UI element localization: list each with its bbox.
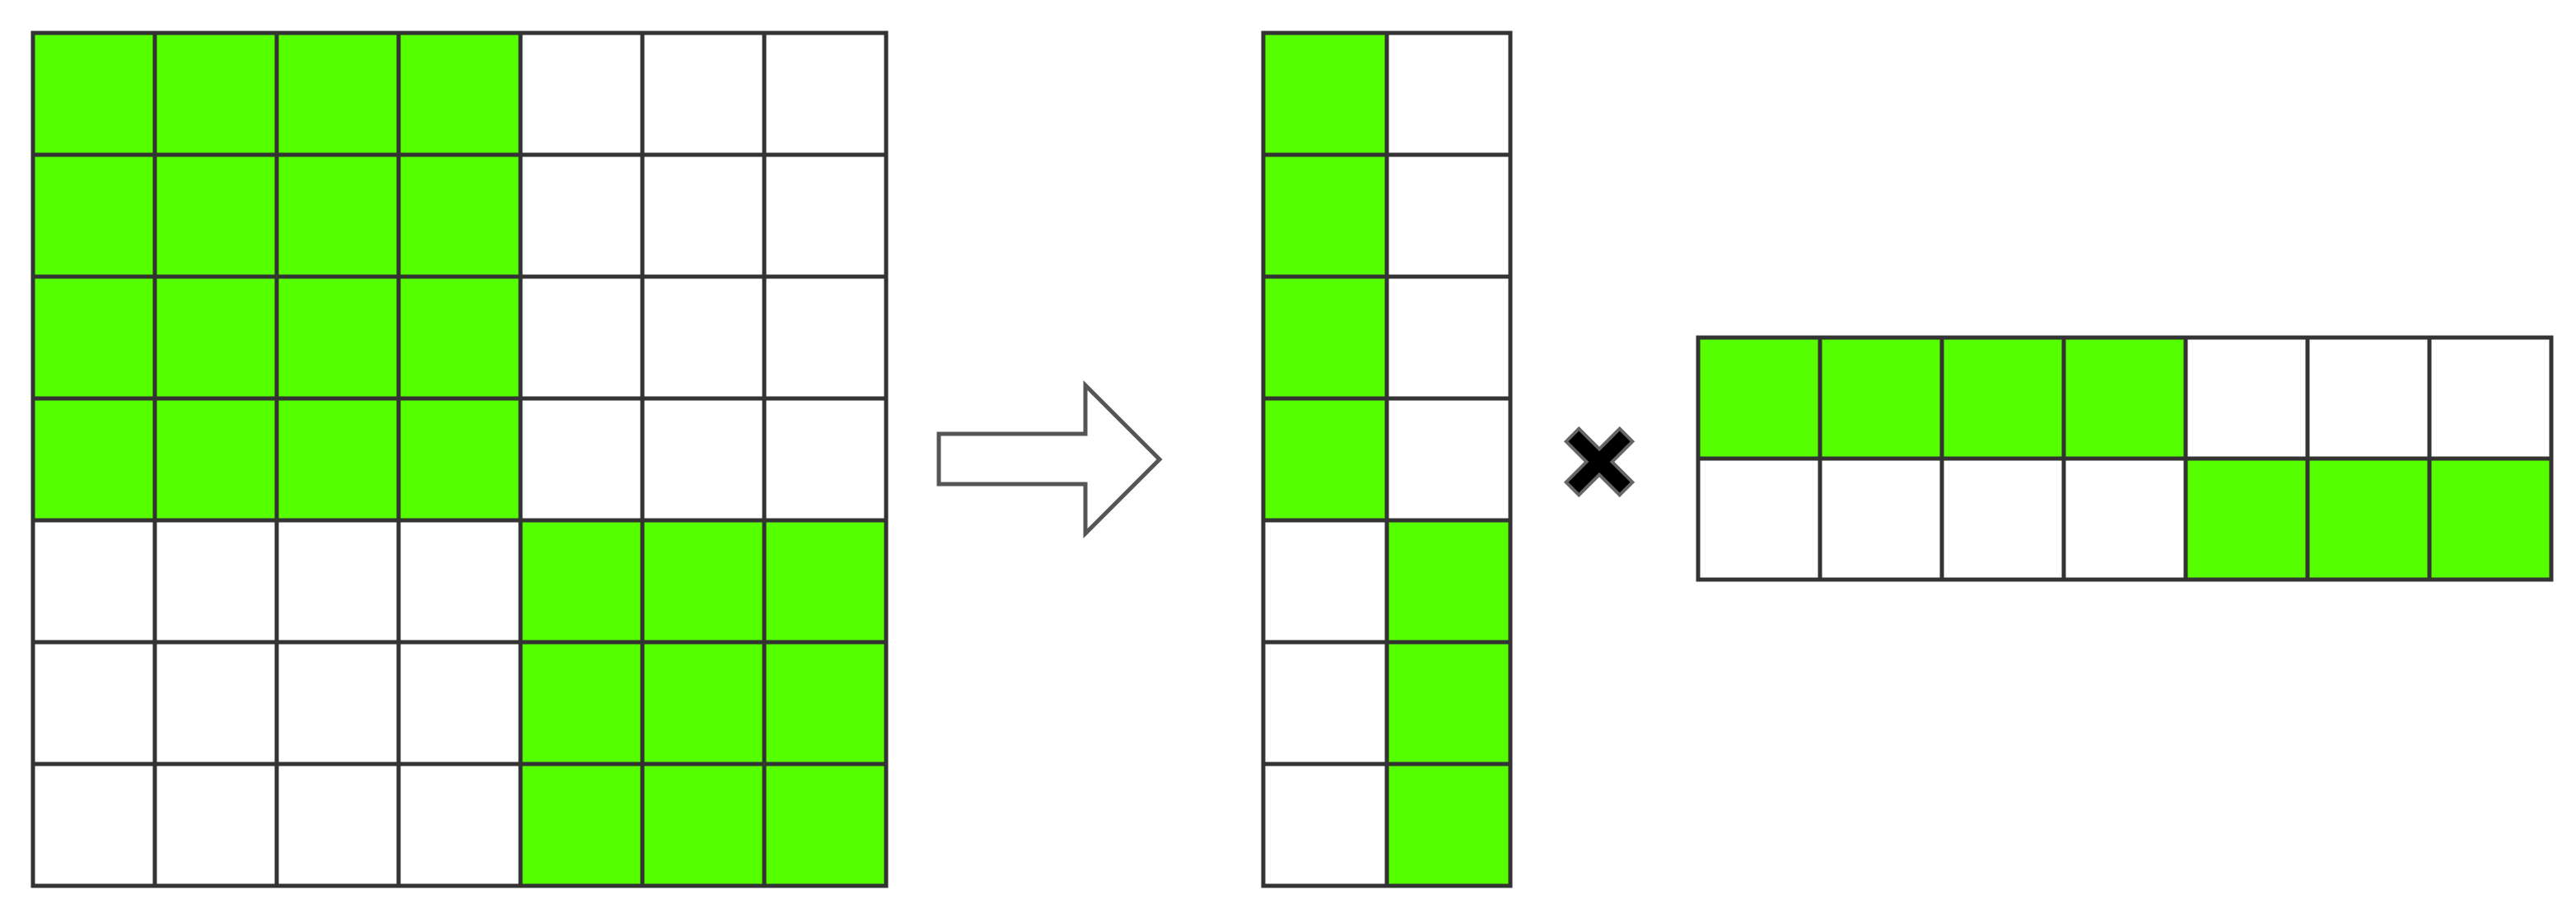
right-factor-matrix-cell-0-0-filled — [1696, 335, 1822, 461]
left-factor-matrix-cell-0-0-filled — [1261, 30, 1389, 157]
block-matrix-cell-3-3-filled — [396, 396, 523, 523]
left-factor-matrix-cell-2-1-empty — [1384, 274, 1513, 401]
right-factor-matrix-cell-0-6-empty — [2427, 335, 2554, 461]
block-matrix-cell-0-4-empty — [518, 30, 645, 157]
block-matrix-cell-1-0-filled — [30, 152, 157, 279]
block-matrix-cell-6-0-empty — [30, 762, 157, 888]
block-matrix-cell-6-2-empty — [274, 762, 401, 888]
block-matrix-cell-4-6-filled — [762, 518, 889, 645]
right-factor-matrix-cell-1-2-empty — [1939, 456, 2066, 582]
block-matrix-cell-3-2-filled — [274, 396, 401, 523]
block-matrix-cell-2-0-filled — [30, 274, 157, 401]
block-matrix-cell-6-1-empty — [152, 762, 279, 888]
block-matrix-cell-4-1-empty — [152, 518, 279, 645]
block-matrix-cell-4-0-empty — [30, 518, 157, 645]
block-matrix-cell-5-4-filled — [518, 640, 645, 766]
block-matrix-cell-3-0-filled — [30, 396, 157, 523]
right-factor-matrix-cell-0-2-filled — [1939, 335, 2066, 461]
left-factor-matrix-cell-1-1-empty — [1384, 152, 1513, 279]
left-factor-matrix-cell-6-1-filled — [1384, 762, 1513, 888]
block-matrix-cell-4-5-filled — [640, 518, 767, 645]
right-factor-matrix-cell-0-4-empty — [2183, 335, 2310, 461]
block-matrix-cell-0-1-filled — [152, 30, 279, 157]
block-matrix-cell-5-3-empty — [396, 640, 523, 766]
block-matrix-cell-2-3-filled — [396, 274, 523, 401]
left-factor-matrix-cell-4-1-filled — [1384, 518, 1513, 645]
block-matrix-cell-3-1-filled — [152, 396, 279, 523]
block-matrix-cell-6-5-filled — [640, 762, 767, 888]
block-matrix-cell-6-3-empty — [396, 762, 523, 888]
left-factor-matrix-cell-5-0-empty — [1261, 640, 1389, 766]
block-matrix-cell-1-3-filled — [396, 152, 523, 279]
right-factor-matrix-cell-1-5-filled — [2305, 456, 2432, 582]
right-factor-matrix-cell-1-3-empty — [2061, 456, 2188, 582]
left-factor-matrix — [1261, 30, 1513, 888]
right-factor-matrix-cell-1-1-empty — [1818, 456, 1944, 582]
block-matrix-cell-2-5-empty — [640, 274, 767, 401]
block-matrix-cell-0-3-filled — [396, 30, 523, 157]
block-matrix-cell-2-4-empty — [518, 274, 645, 401]
block-matrix-cell-5-0-empty — [30, 640, 157, 766]
block-matrix-cell-4-3-empty — [396, 518, 523, 645]
block-matrix-cell-4-4-filled — [518, 518, 645, 645]
left-factor-matrix-cell-5-1-filled — [1384, 640, 1513, 766]
block-matrix-cell-1-2-filled — [274, 152, 401, 279]
left-factor-matrix-cell-4-0-empty — [1261, 518, 1389, 645]
right-factor-matrix-cell-0-5-empty — [2305, 335, 2432, 461]
multiply-icon — [1563, 426, 1636, 498]
block-matrix-cell-1-5-empty — [640, 152, 767, 279]
block-matrix-cell-5-6-filled — [762, 640, 889, 766]
block-matrix-cell-5-2-empty — [274, 640, 401, 766]
block-matrix-cell-0-5-empty — [640, 30, 767, 157]
block-matrix-cell-1-4-empty — [518, 152, 645, 279]
right-factor-matrix-cell-1-4-filled — [2183, 456, 2310, 582]
right-arrow-icon — [936, 380, 1163, 539]
left-factor-matrix-cell-1-0-filled — [1261, 152, 1389, 279]
block-matrix-cell-2-6-empty — [762, 274, 889, 401]
right-factor-matrix-cell-0-1-filled — [1818, 335, 1944, 461]
block-matrix-cell-1-6-empty — [762, 152, 889, 279]
block-matrix-cell-1-1-filled — [152, 152, 279, 279]
block-matrix — [30, 30, 889, 888]
block-matrix-cell-6-4-filled — [518, 762, 645, 888]
block-matrix-cell-5-5-filled — [640, 640, 767, 766]
right-factor-matrix-cell-0-3-filled — [2061, 335, 2188, 461]
left-factor-matrix-cell-3-0-filled — [1261, 396, 1389, 523]
block-matrix-cell-0-6-empty — [762, 30, 889, 157]
block-matrix-cell-3-4-empty — [518, 396, 645, 523]
right-factor-matrix-cell-1-0-empty — [1696, 456, 1822, 582]
left-factor-matrix-cell-6-0-empty — [1261, 762, 1389, 888]
block-matrix-cell-3-5-empty — [640, 396, 767, 523]
right-factor-matrix — [1696, 335, 2554, 582]
block-matrix-cell-2-2-filled — [274, 274, 401, 401]
left-factor-matrix-cell-0-1-empty — [1384, 30, 1513, 157]
block-matrix-cell-4-2-empty — [274, 518, 401, 645]
left-factor-matrix-cell-2-0-filled — [1261, 274, 1389, 401]
block-matrix-cell-6-6-filled — [762, 762, 889, 888]
left-factor-matrix-cell-3-1-empty — [1384, 396, 1513, 523]
right-factor-matrix-cell-1-6-filled — [2427, 456, 2554, 582]
block-matrix-cell-2-1-filled — [152, 274, 279, 401]
block-matrix-cell-0-0-filled — [30, 30, 157, 157]
block-matrix-cell-3-6-empty — [762, 396, 889, 523]
block-matrix-cell-0-2-filled — [274, 30, 401, 157]
block-matrix-cell-5-1-empty — [152, 640, 279, 766]
